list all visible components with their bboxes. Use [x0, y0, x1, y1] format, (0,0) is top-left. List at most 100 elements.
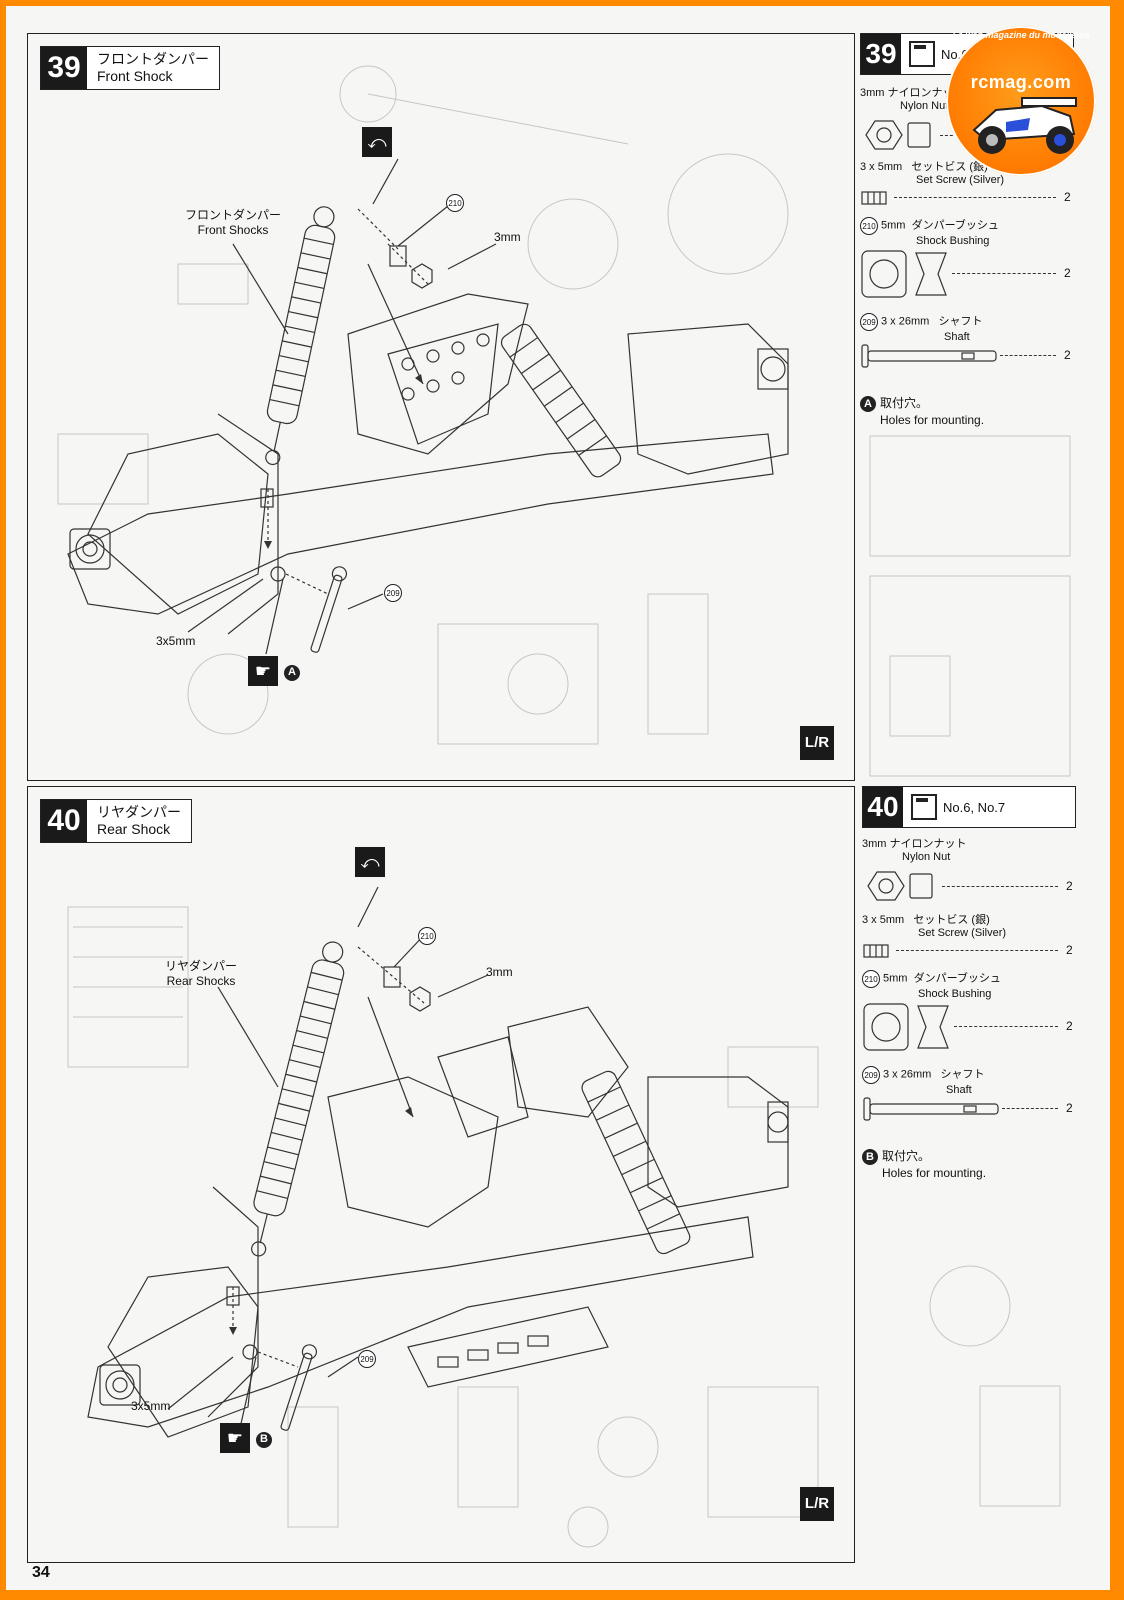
- page-number: 34: [32, 1564, 50, 1581]
- bushing-qty: 2: [1064, 266, 1071, 280]
- step40-parts-box: 40 No.6, No.7 3mm ナイロンナット Nylon Nut 2 3 …: [862, 786, 1076, 1226]
- nylon-nut-size: 3mm: [862, 838, 887, 850]
- left-right-icon: L/R: [800, 726, 834, 760]
- set-screw-icon: [861, 191, 887, 205]
- shaft-icon: [863, 1097, 999, 1121]
- bag-icon: [911, 794, 937, 820]
- set-screw-jp: セットビス (銀): [913, 914, 990, 926]
- step39-part-nylon-nut: 3mm ナイロンナット Nylon Nut: [860, 87, 990, 113]
- step40-part-nylon-nut: 3mm ナイロンナット Nylon Nut: [862, 838, 992, 864]
- qty-leader: [1002, 1108, 1058, 1109]
- shaft-jp: シャフト: [940, 1068, 985, 1081]
- logo-name: rcmag.com: [970, 72, 1072, 92]
- step39-size-3x5: 3x5mm: [156, 634, 196, 648]
- bushing-code: 210: [860, 217, 878, 235]
- note-en: Holes for mounting.: [882, 1166, 987, 1180]
- shaft-size: 3 x 26mm: [883, 1068, 932, 1081]
- step39-hint: A: [284, 664, 304, 681]
- set-screw-qty: 2: [1066, 943, 1073, 957]
- step39-title-jp: フロントダンパー: [97, 51, 209, 67]
- step39-title: フロントダンパー Front Shock: [87, 47, 219, 89]
- step40-callout-en: Rear Shocks: [166, 974, 236, 988]
- set-screw-icon: [863, 944, 889, 958]
- note-jp: 取付穴。: [882, 1149, 931, 1163]
- step40-title: リヤダンパー Rear Shock: [87, 800, 191, 842]
- bushing-en: Shock Bushing: [918, 988, 992, 1000]
- shaft-en: Shaft: [944, 331, 970, 343]
- mount-direction-icon: ⤺: [355, 847, 385, 877]
- shaft-icon: [861, 344, 997, 368]
- step40-size-3x5: 3x5mm: [131, 1399, 171, 1413]
- hand-pointer-icon: ☛: [220, 1423, 250, 1453]
- shaft-qty: 2: [1064, 348, 1071, 362]
- step39-number: 39: [41, 47, 87, 89]
- nylon-nut-jp: ナイロンナット: [889, 838, 967, 850]
- shaft-jp: シャフト: [938, 315, 983, 328]
- step40-part-set-screw: 3 x 5mm セットビス (銀) Set Screw (Silver): [862, 914, 1062, 940]
- bushing-qty: 2: [1066, 1019, 1073, 1033]
- manual-page: 39 フロントダンパー Front Shock: [6, 6, 1110, 1590]
- note-en: Holes for mounting.: [880, 413, 985, 427]
- step40-parts-header: 40 No.6, No.7: [862, 786, 1076, 828]
- step40-bag-label: No.6, No.7: [943, 799, 1006, 815]
- part-210-badge: 210: [418, 927, 436, 945]
- bag-icon: [909, 41, 935, 67]
- qty-leader: [942, 886, 1058, 887]
- step39-header: 39 フロントダンパー Front Shock: [40, 46, 220, 90]
- rcmag-logo: Le web magazine du modelisme rcmag.com: [946, 26, 1096, 176]
- nylon-nut-size: 3mm: [860, 87, 885, 99]
- step40-title-en: Rear Shock: [97, 821, 171, 837]
- bushing-code: 210: [862, 970, 880, 988]
- hint-letter-a: A: [284, 664, 300, 681]
- shaft-code: 209: [862, 1066, 880, 1084]
- part-209-badge: 209: [384, 584, 402, 602]
- step40-size-3mm: 3mm: [486, 965, 513, 979]
- step40-part-209: 209: [358, 1350, 379, 1368]
- left-right-icon: L/R: [800, 1487, 834, 1521]
- part-209-badge: 209: [358, 1350, 376, 1368]
- step39-parts-number: 39: [861, 34, 901, 74]
- step40-callout-jp: リヤダンパー: [164, 959, 237, 973]
- set-screw-qty: 2: [1064, 190, 1071, 204]
- step40-title-jp: リヤダンパー: [97, 804, 181, 820]
- note-jp: 取付穴。: [880, 396, 929, 410]
- shaft-en: Shaft: [946, 1084, 972, 1096]
- step39-callout-en: Front Shocks: [197, 223, 269, 237]
- mount-direction-icon: ⤺: [362, 127, 392, 157]
- step39-panel: 39 フロントダンパー Front Shock: [27, 33, 855, 781]
- qty-leader: [896, 950, 1058, 951]
- shaft-qty: 2: [1066, 1101, 1073, 1115]
- step39-callout-jp: フロントダンパー: [184, 208, 281, 222]
- step39-size-3mm: 3mm: [494, 230, 521, 244]
- step39-title-en: Front Shock: [97, 68, 173, 84]
- bleed-through-ghost: [869, 435, 1071, 1507]
- rear-shock-diagram: [67, 886, 819, 1548]
- step40-hint: B: [256, 1431, 276, 1448]
- step40-callout: リヤダンパー Rear Shocks: [136, 959, 266, 989]
- bushing-jp: ダンパーブッシュ: [913, 972, 1001, 985]
- step40-number: 40: [41, 800, 87, 842]
- step39-part-set-screw: 3 x 5mm セットビス (銀) Set Screw (Silver): [860, 161, 1060, 187]
- qty-leader: [954, 1026, 1058, 1027]
- front-shock-diagram: [57, 65, 789, 745]
- part-210-badge: 210: [446, 194, 464, 212]
- set-screw-jp: セットビス (銀): [911, 161, 988, 173]
- bushing-size: 5mm: [881, 219, 906, 232]
- step40-panel: 40 リヤダンパー Rear Shock: [27, 786, 855, 1563]
- set-screw-en: Set Screw (Silver): [916, 174, 1005, 186]
- step39-part-210: 210: [446, 194, 467, 212]
- logo-tagline: Le web magazine du modelisme: [952, 30, 1090, 40]
- nylon-nut-jp: ナイロンナット: [887, 87, 965, 99]
- step40-mounting-note: B 取付穴。 Holes for mounting.: [862, 1148, 1074, 1181]
- nylon-nut-icon: [867, 871, 933, 901]
- step40-header: 40 リヤダンパー Rear Shock: [40, 799, 192, 843]
- step39-callout: フロントダンパー Front Shocks: [168, 208, 298, 238]
- note-mark-b: B: [862, 1149, 878, 1165]
- hand-pointer-icon: ☛: [248, 656, 278, 686]
- bushing-size: 5mm: [883, 972, 908, 985]
- hint-letter-b: B: [256, 1431, 272, 1448]
